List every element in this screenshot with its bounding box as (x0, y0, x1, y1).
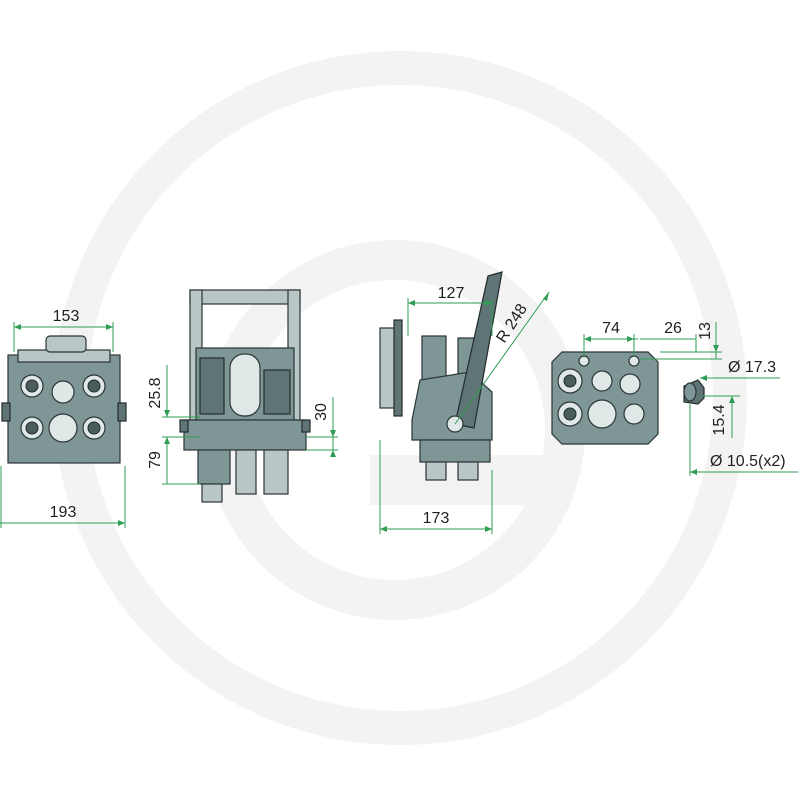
dim-port-diameter: Ø 17.3 (700, 359, 780, 381)
lever-plate-edge (393, 319, 403, 417)
dim-flange-offset: 13 (697, 322, 714, 340)
lever-arm (454, 271, 503, 429)
dim-port-diameter: Ø 17.3 (728, 359, 776, 376)
flange-port-1-inner (563, 374, 577, 388)
flange-view (551, 351, 659, 445)
side-tab-left (179, 419, 189, 433)
flange-port-6 (623, 403, 645, 425)
dim-side-offset: 30 (313, 403, 330, 421)
dim-side-lower: 79 (147, 436, 200, 485)
front-port-tr-inner (87, 379, 101, 393)
lever-fitting-2 (457, 461, 479, 481)
flange-plate (551, 351, 659, 445)
side-view (179, 289, 311, 503)
dim-front-width-top: 153 (53, 308, 80, 325)
side-spool-left (199, 357, 225, 415)
side-base-plate (183, 419, 307, 451)
dim-lever-width: 127 (407, 285, 493, 336)
side-spool-right (263, 369, 291, 415)
front-valve-body (7, 354, 121, 464)
side-tab-right (301, 419, 311, 433)
flange-port-5 (587, 399, 617, 429)
dim-front-top: 153 (13, 308, 114, 352)
dim-front-bottom: 193 (0, 466, 126, 528)
side-fitting-3 (263, 449, 289, 495)
front-port-tl-inner (25, 379, 39, 393)
dim-flange-offset: 13 (640, 322, 722, 360)
flange-port-2 (591, 370, 613, 392)
dim-front-width-bottom: 193 (50, 504, 77, 521)
front-port-br-inner (87, 421, 101, 435)
dim-lever-width: 127 (438, 285, 465, 302)
front-port-bl-inner (25, 421, 39, 435)
flange-hole-tl (578, 355, 590, 367)
dim-flange-spacing-a: 74 (602, 320, 620, 337)
dim-side-height-upper: 25.8 (147, 377, 164, 408)
flange-hole-tr (628, 355, 640, 367)
dim-flange-a: 74 (583, 320, 638, 356)
front-view (1, 335, 127, 464)
lever-fitting-1 (425, 461, 447, 481)
dim-port-spacing: 15.4 (702, 395, 740, 438)
lever-base (419, 439, 491, 463)
nut-face (683, 382, 697, 402)
dim-lever-base-width: 173 (423, 510, 450, 527)
nut-detail (683, 379, 705, 405)
side-handle-top-bar (189, 289, 301, 305)
front-right-tab (117, 402, 127, 422)
dim-lever-base: 173 (379, 440, 493, 534)
dim-side-height-lower: 79 (147, 451, 164, 469)
dim-mount-hole: Ø 10.5(x2) (689, 404, 798, 476)
dim-flange-spacing-b: 26 (664, 320, 682, 337)
front-left-tab (1, 402, 11, 422)
flange-port-3 (619, 373, 641, 395)
front-port-center-top (51, 380, 75, 404)
dim-side-upper: 25.8 (147, 365, 200, 418)
front-port-center-bottom (48, 413, 78, 443)
side-lower-block (197, 449, 231, 485)
dim-port-spacing: 15.4 (711, 404, 728, 435)
flange-port-4-inner (563, 407, 577, 421)
side-fitting-1 (201, 483, 223, 503)
front-top-cap (45, 335, 87, 353)
dim-flange-b: 26 (640, 320, 697, 352)
side-window (229, 353, 261, 417)
lever-view (379, 271, 503, 481)
dim-mount-hole: Ø 10.5(x2) (710, 453, 786, 470)
side-fitting-2 (235, 449, 257, 495)
dim-side-offset: 30 (306, 397, 338, 457)
